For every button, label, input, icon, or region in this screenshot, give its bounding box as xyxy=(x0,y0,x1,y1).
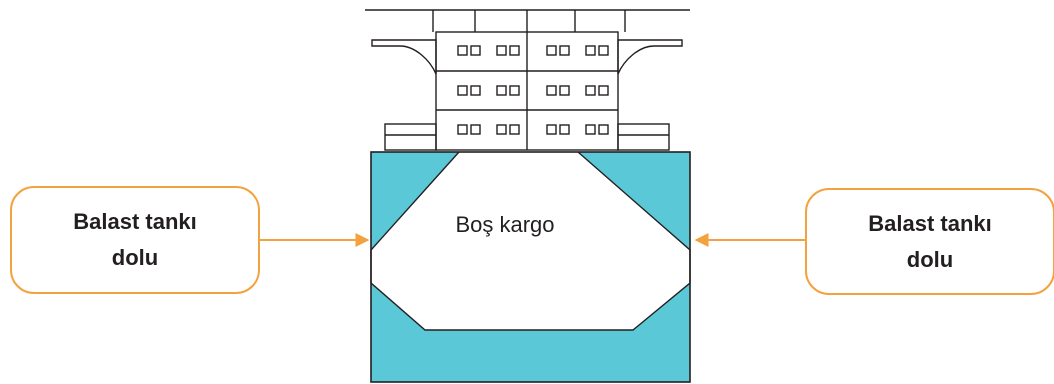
right-ballast-callout: Balast tankı dolu xyxy=(805,188,1054,295)
ship-hull xyxy=(370,151,691,383)
right-callout-line1: Balast tankı xyxy=(868,210,992,236)
empty-cargo-hold xyxy=(371,152,690,330)
left-callout-line1: Balast tankı xyxy=(73,209,197,234)
left-ballast-callout: Balast tankı dolu xyxy=(10,186,260,294)
left-callout-line2: dolu xyxy=(111,245,159,270)
ship-superstructure xyxy=(365,9,690,151)
hull-outline xyxy=(370,151,691,383)
right-callout-line2: dolu xyxy=(906,246,954,272)
cargo-label: Boş kargo xyxy=(455,212,555,237)
